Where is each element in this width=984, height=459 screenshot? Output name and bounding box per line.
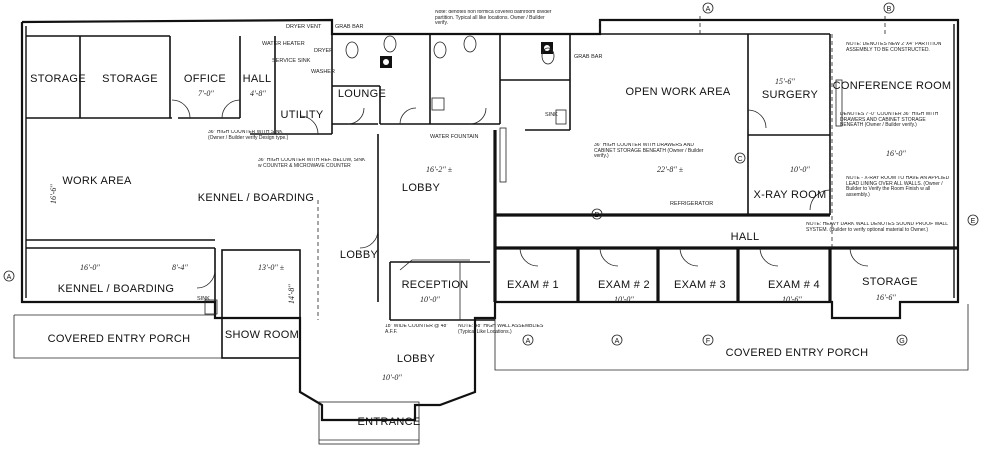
note-counter-drawers: 36" HIGH COUNTER WITH DRAWERS AND CABINE… [594, 143, 704, 159]
room-work-area: WORK AREA [62, 175, 132, 187]
room-exam-3: EXAM # 3 [674, 279, 726, 291]
room-utility: UTILITY [280, 109, 323, 121]
fixture-labels: DRYER VENT GRAB BAR GRAB BAR WATER HEATE… [197, 24, 713, 302]
sound-proof-walls [493, 130, 958, 302]
grid-marker-a-bottom-1: A [526, 338, 531, 345]
grid-marker-d: D [594, 212, 599, 219]
note-counter-ref: 36" HIGH COUNTER WITH REF. BELOW, SINK w… [258, 158, 366, 169]
room-hall-top: HALL [243, 73, 272, 85]
note-partition: Note: denotes non formica covered bathro… [435, 10, 552, 26]
grid-marker-f: F [706, 338, 710, 345]
dim-show-room-a: 13'-0" ± [258, 263, 285, 272]
note-high-wall: NOTE: 48" HIGH WALL ASSEMBLIES (Typical … [458, 324, 544, 335]
note-wide-counter: 18" WIDE COUNTER @ 48" A.F.F. [385, 324, 449, 335]
dim-lobby-center: 16'-2" ± [426, 165, 453, 174]
note-sound-proof: NOTE: HEAVY DARK WALL DENOTES SOUND PROO… [806, 222, 948, 233]
label-washer: WASHER [311, 69, 335, 75]
interior-walls [26, 33, 831, 359]
grid-marker-a-left: A [7, 274, 12, 281]
room-porch-left: COVERED ENTRY PORCH [48, 333, 191, 345]
grid-marker-a-bottom-2: A [615, 338, 620, 345]
dim-kennel-b: 8'-4" [172, 263, 188, 272]
room-surgery: SURGERY [762, 89, 819, 101]
room-storage-right: STORAGE [862, 276, 918, 288]
dim-kennel-a: 16'-0" [80, 263, 100, 272]
porch-outline [13, 304, 969, 445]
note-xray-lead: NOTE - X-RAY ROOM TO HAVE AN APPLIED LEA… [846, 176, 950, 198]
label-refrigerator: REFRIGERATOR [670, 201, 713, 207]
dim-lobby-bottom: 10'-0" [382, 373, 402, 382]
label-grab-bar-right: GRAB BAR [574, 54, 602, 60]
room-office: OFFICE [184, 73, 226, 85]
room-kennel-lower: KENNEL / BOARDING [58, 283, 175, 295]
dashed-lines [317, 16, 886, 320]
dim-work-area: 16'-6" [49, 184, 58, 204]
label-dryer: DRYER [314, 48, 333, 54]
accessible-icon [380, 42, 553, 68]
note-counter-surgery: DENOTES 7'-0" COUNTER 36" HIGH WITH DRAW… [840, 112, 939, 128]
dim-conference: 16'-0" [886, 149, 906, 158]
room-conference: CONFERENCE ROOM [833, 80, 952, 92]
room-exam-1: EXAM # 1 [507, 279, 559, 291]
label-water-heater: WATER HEATER [262, 41, 305, 47]
dim-open-work: 22'-8" ± [657, 165, 684, 174]
label-dryer-vent: DRYER VENT [286, 24, 322, 30]
plumbing-fixtures [345, 35, 567, 125]
dim-exam-4: 10'-6" [782, 295, 802, 304]
dim-xray: 10'-0" [790, 165, 810, 174]
label-sink-bottom: SINK [197, 296, 210, 302]
label-sink-top: SINK [545, 112, 558, 118]
label-service-sink: SERVICE SINK [272, 58, 311, 64]
grid-marker-c: C [737, 156, 742, 163]
room-hall-right: HALL [731, 231, 760, 243]
label-grab-bar-top: GRAB BAR [335, 24, 363, 30]
dim-hall-top: 4'-8" [250, 89, 266, 98]
note-new-partition: NOTE: DENOTES NEW 2"X4" PARTITION ASSEMB… [846, 42, 942, 53]
room-lobby-center: LOBBY [402, 182, 441, 194]
room-entrance: ENTRANCE [358, 416, 421, 428]
room-lobby-left: LOBBY [340, 249, 379, 261]
dim-surgery: 15'-6" [775, 77, 795, 86]
dim-office: 7'-0" [198, 89, 214, 98]
room-labels: STORAGE STORAGE OFFICE HALL UTILITY LOUN… [30, 73, 951, 428]
grid-markers: A A A A B C D E F G [3, 2, 979, 346]
grid-marker-b: B [887, 6, 892, 13]
room-exam-4: EXAM # 4 [768, 279, 820, 291]
dim-reception: 10'-0" [420, 295, 440, 304]
dim-storage-right: 16'-6" [876, 293, 896, 302]
room-show-room: SHOW ROOM [225, 329, 299, 341]
room-kennel-upper: KENNEL / BOARDING [198, 192, 315, 204]
exterior-walls [20, 18, 960, 422]
note-counter-sink: 36" HIGH COUNTER WITH SINK (Owner / Buil… [208, 130, 289, 141]
counters [204, 79, 843, 320]
room-lobby-bottom: LOBBY [397, 353, 436, 365]
door-swings [171, 99, 869, 289]
dimension-labels: 7'-0" 4'-8" 16'-2" ± 22'-8" ± 15'-6" 10'… [49, 77, 906, 382]
room-open-work-area: OPEN WORK AREA [625, 86, 730, 98]
room-porch-right: COVERED ENTRY PORCH [726, 347, 869, 359]
room-storage-2: STORAGE [102, 73, 158, 85]
dim-exam-2: 10'-0" [614, 295, 634, 304]
grid-marker-g: G [899, 338, 904, 345]
room-lounge: LOUNGE [338, 88, 386, 100]
grid-marker-a-top: A [706, 6, 711, 13]
room-xray: X-RAY ROOM [754, 189, 827, 201]
room-storage-1: STORAGE [30, 73, 86, 85]
grid-marker-e: E [971, 218, 976, 225]
annotation-notes: Note: denotes non formica covered bathro… [208, 10, 950, 335]
label-water-fountain: WATER FOUNTAIN [430, 134, 479, 140]
room-reception: RECEPTION [402, 279, 469, 291]
dim-show-room-b: 14'-8" [287, 284, 296, 304]
room-exam-2: EXAM # 2 [598, 279, 650, 291]
